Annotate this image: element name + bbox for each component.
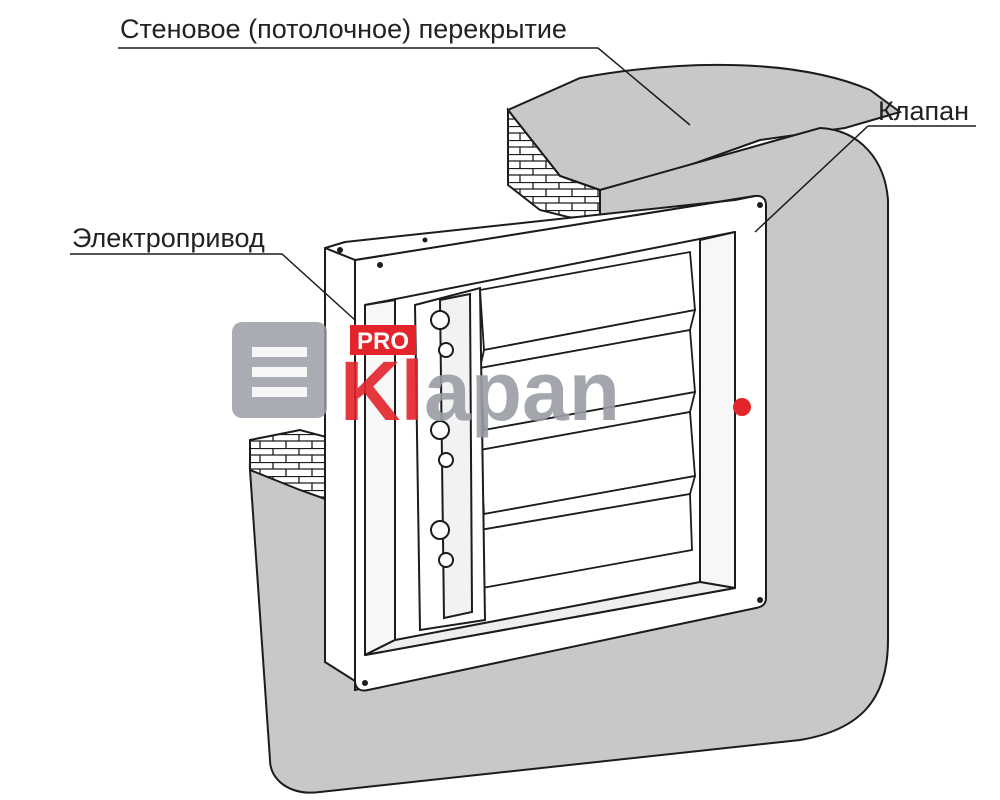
watermark-dot [733,398,751,416]
watermark-brand-k: Kl [340,344,424,438]
watermark-brand-rest: apan [424,344,620,438]
label-valve: Клапан [878,96,970,126]
electric-actuator [413,286,487,632]
label-wall-slab: Стеновое (потолочное) перекрытие [120,14,567,44]
leader-lines [70,47,976,321]
svg-text:Klapan: Klapan [340,344,620,438]
screw-holes [337,202,763,686]
label-electric-drive: Электропривод [72,223,265,253]
watermark-logo: PRO Klapan [232,322,751,438]
watermark-badge: PRO [357,328,409,355]
